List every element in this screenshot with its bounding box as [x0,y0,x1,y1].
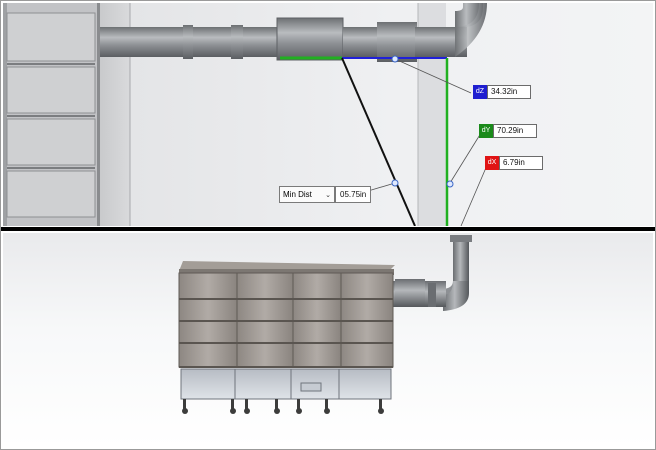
dx-callout[interactable]: dX 6.79in [485,156,543,170]
dy-callout[interactable]: dY 70.29in [479,124,537,138]
min-dist-measure[interactable]: Min Dist ⌄ 05.75in [279,186,372,203]
dz-callout[interactable]: dZ 34.32in [473,85,531,99]
bin-cabinet [178,261,395,414]
isometric-drawing [178,235,472,414]
measure-type-label: Min Dist [283,190,312,199]
min-dist-value: 05.75in [335,186,372,203]
dx-value: 6.79in [499,156,543,170]
viewport-divider[interactable] [0,227,656,231]
measure-line-min-dist [341,57,416,226]
duct-pipe [100,3,487,62]
dy-value: 70.29in [493,124,537,138]
top-viewport[interactable]: dZ 34.32in dY 70.29in dX 6.79in Min Dist… [3,3,653,226]
shelving-unit [3,3,100,226]
measure-handle [446,180,454,188]
dy-tag: dY [479,124,493,138]
measure-type-select[interactable]: Min Dist ⌄ [279,186,335,203]
dz-value: 34.32in [487,85,531,99]
measure-handle [391,55,399,63]
chevron-down-icon[interactable]: ⌄ [325,191,331,199]
dx-tag: dX [485,156,499,170]
top-view-drawing [3,3,489,226]
dz-tag: dZ [473,85,487,99]
bottom-viewport[interactable] [3,233,653,447]
measure-handle [391,179,399,187]
